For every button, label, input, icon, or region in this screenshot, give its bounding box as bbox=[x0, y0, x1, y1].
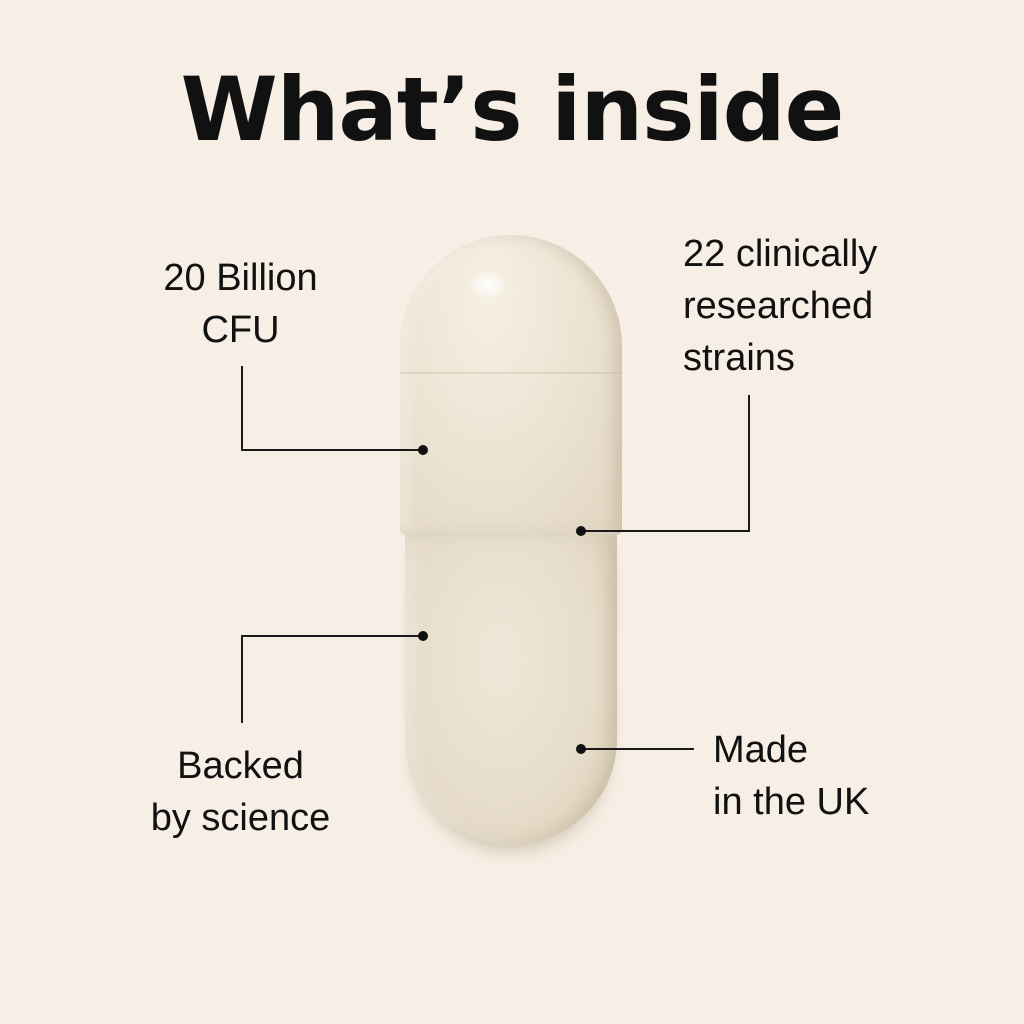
callout-strains: 22 clinically researched strains bbox=[683, 228, 943, 384]
callout-science-line2: by science bbox=[150, 797, 331, 839]
callout-cfu-dot-icon bbox=[418, 445, 428, 455]
callout-cfu-line1: 20 Billion bbox=[163, 257, 318, 299]
callout-cfu-connector-horizontal bbox=[241, 449, 423, 451]
callout-origin-dot-icon bbox=[576, 744, 586, 754]
callout-strains-line2: researched bbox=[683, 285, 874, 327]
callout-strains-connector-horizontal bbox=[582, 530, 750, 532]
callout-cfu: 20 Billion CFU bbox=[148, 252, 333, 356]
callout-origin-line2: in the UK bbox=[713, 781, 870, 823]
callout-cfu-connector-vertical bbox=[241, 366, 243, 451]
callout-strains-line1: 22 clinically bbox=[683, 233, 878, 275]
callout-strains-connector-vertical bbox=[748, 395, 750, 532]
capsule-body bbox=[405, 533, 617, 845]
capsule-band bbox=[400, 372, 622, 374]
callout-science-connector-horizontal bbox=[241, 635, 423, 637]
page-title: What’s inside bbox=[180, 58, 845, 161]
capsule-highlight bbox=[468, 270, 508, 300]
callout-science-connector-vertical bbox=[241, 635, 243, 723]
callout-science: Backed by science bbox=[128, 740, 353, 844]
callout-origin-connector-horizontal bbox=[582, 748, 694, 750]
callout-origin-line1: Made bbox=[713, 729, 809, 771]
callout-science-line1: Backed bbox=[177, 745, 304, 787]
callout-strains-dot-icon bbox=[576, 526, 586, 536]
callout-strains-line3: strains bbox=[683, 337, 795, 379]
callout-cfu-line2: CFU bbox=[201, 309, 280, 351]
callout-origin: Made in the UK bbox=[713, 724, 933, 828]
callout-science-dot-icon bbox=[418, 631, 428, 641]
capsule-cap bbox=[400, 235, 622, 535]
